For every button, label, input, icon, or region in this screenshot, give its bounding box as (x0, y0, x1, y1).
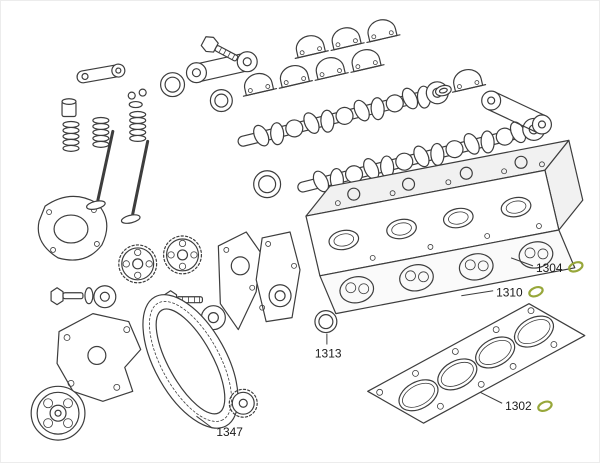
part-number-1313[interactable]: 1313 (315, 346, 342, 360)
callout-1304[interactable]: 1304 (510, 257, 584, 275)
leader-line-1347 (196, 415, 213, 429)
leader-line-1302 (479, 391, 503, 404)
part-number-1347[interactable]: 1347 (216, 425, 243, 439)
rocker-arm (76, 63, 126, 84)
camshaft-bearing-cap-end (451, 68, 487, 93)
valve-keepers (127, 88, 147, 109)
rear-timing-cover (37, 195, 108, 261)
gasket-icon (537, 400, 553, 413)
callout-1302[interactable]: 1302 (479, 391, 553, 413)
valve-tappet (61, 98, 77, 118)
camshaft-end-bracket (481, 90, 553, 135)
valve-spring-right (129, 110, 147, 142)
timing-belt (142, 294, 239, 429)
timing-cover-front (255, 231, 301, 323)
leader-line-1304 (510, 257, 534, 267)
gasket-icon (568, 261, 584, 273)
part-number-1302[interactable]: 1302 (505, 399, 532, 413)
crankshaft-sprocket (228, 388, 258, 418)
timing-cover-upper (217, 231, 261, 331)
valve-spring-left (62, 120, 80, 152)
gasket-icon (528, 285, 544, 298)
exhaust-valve (120, 139, 150, 224)
o-ring-seal (314, 310, 338, 334)
camshaft-seal-ring-b (209, 89, 233, 113)
tensioner-assembly (50, 285, 117, 309)
valve-cap (434, 84, 452, 97)
head-gasket (367, 303, 586, 424)
camshaft-intake (237, 81, 449, 147)
rocker-shaft-bracket (185, 51, 258, 84)
lower-timing-cover (56, 313, 142, 402)
callout-1313[interactable]: 1313 (315, 333, 342, 361)
camshaft-sprocket-right (162, 235, 203, 275)
camshaft-seal-ring-a (160, 72, 186, 98)
part-number-1310[interactable]: 1310 (496, 286, 523, 300)
camshaft-seal-ring-c (253, 170, 282, 199)
callout-1347[interactable]: 1347 (196, 415, 243, 439)
leader-line-1310 (461, 290, 494, 297)
callout-1310[interactable]: 1310 (461, 285, 544, 300)
camshaft-bearing-caps (242, 19, 401, 97)
intake-valve (86, 129, 115, 210)
camshaft-bolt (200, 36, 239, 62)
crankshaft-pulley (30, 385, 86, 441)
valve-spring-middle (92, 116, 110, 148)
part-number-1304[interactable]: 1304 (536, 261, 563, 275)
cylinder-head (305, 139, 584, 315)
camshaft-sprocket-left (118, 244, 158, 284)
